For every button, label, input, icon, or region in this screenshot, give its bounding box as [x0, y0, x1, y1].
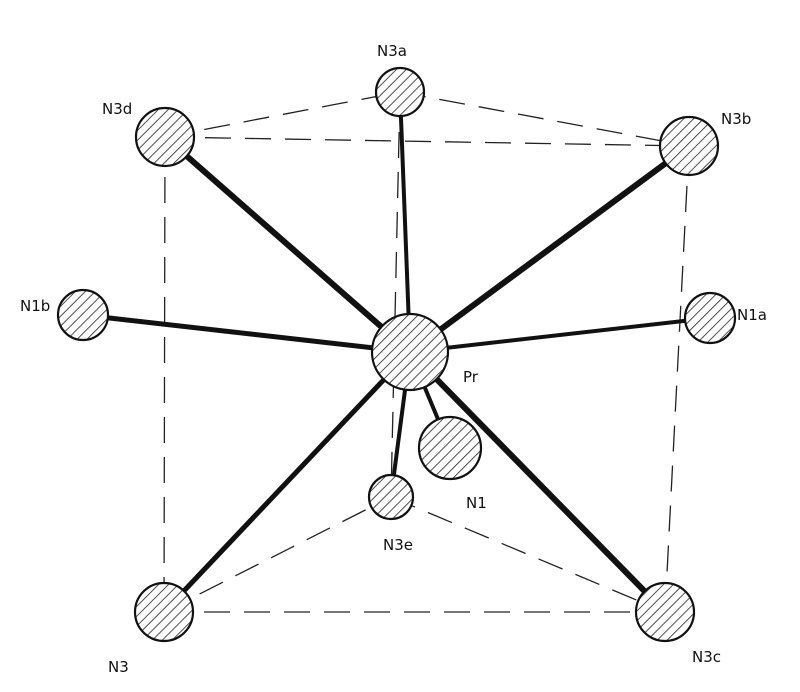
bond-pr-n3: [161, 349, 413, 615]
bond-pr-n3b: [407, 143, 692, 355]
atom-n3b-label: N3b: [721, 110, 751, 128]
atom-n3a: N3a: [374, 42, 426, 118]
atom-n3a-label: N3a: [377, 42, 407, 60]
atom-n3c: N3c: [634, 581, 721, 666]
atom-n3d-disc: [134, 106, 196, 168]
bond-pr-n3d: [162, 134, 413, 355]
atom-pr: Pr: [370, 312, 479, 392]
atom-n1a: N1a: [683, 291, 767, 345]
atom-n3-disc: [133, 581, 195, 643]
atom-n1b: N1b: [20, 288, 110, 342]
prism-edge-n3b-n3c: [664, 145, 690, 613]
prism-edge-n3a-n3e: [390, 91, 401, 498]
atom-n1b-label: N1b: [20, 297, 50, 315]
atom-n3-label: N3: [108, 658, 129, 676]
atom-n1a-label: N1a: [737, 306, 767, 324]
bond-pr-n3a: [398, 90, 412, 354]
prism-edge-n3d-n3a: [164, 91, 401, 138]
bonds: [80, 90, 712, 615]
atom-n3e-disc: [367, 473, 415, 521]
prism-edge-n3-n3e: [163, 496, 392, 613]
atom-n3: N3: [108, 581, 195, 676]
atom-n3e-label: N3e: [383, 536, 413, 554]
prism-edge-n3e-n3c: [390, 496, 666, 613]
bond-pr-n1b: [80, 312, 413, 355]
bond-pr-n3c: [407, 349, 668, 615]
atom-pr-disc: [370, 312, 450, 392]
atom-n3d-label: N3d: [102, 100, 132, 118]
atom-n1b-disc: [56, 288, 110, 342]
atom-n3c-label: N3c: [692, 648, 721, 666]
atom-n1: N1: [417, 415, 487, 512]
prism-edge-n3d-n3: [163, 136, 166, 613]
prism-edge-n3a-n3b: [399, 91, 690, 147]
prism-edge-n3d-n3b: [164, 136, 690, 147]
atom-n3b-disc: [658, 115, 720, 177]
atom-n1a-disc: [683, 291, 737, 345]
atom-n3a-disc: [374, 66, 426, 118]
atom-n1-disc: [417, 415, 483, 481]
atom-n3b: N3b: [658, 110, 751, 177]
atom-n3c-disc: [634, 581, 696, 643]
bond-pr-n1a: [408, 316, 712, 354]
atom-pr-label: Pr: [463, 368, 479, 386]
atom-n3d: N3d: [102, 100, 196, 168]
prism-edges: [163, 91, 690, 613]
atom-n3e: N3e: [367, 473, 415, 554]
atom-n1-label: N1: [466, 494, 487, 512]
